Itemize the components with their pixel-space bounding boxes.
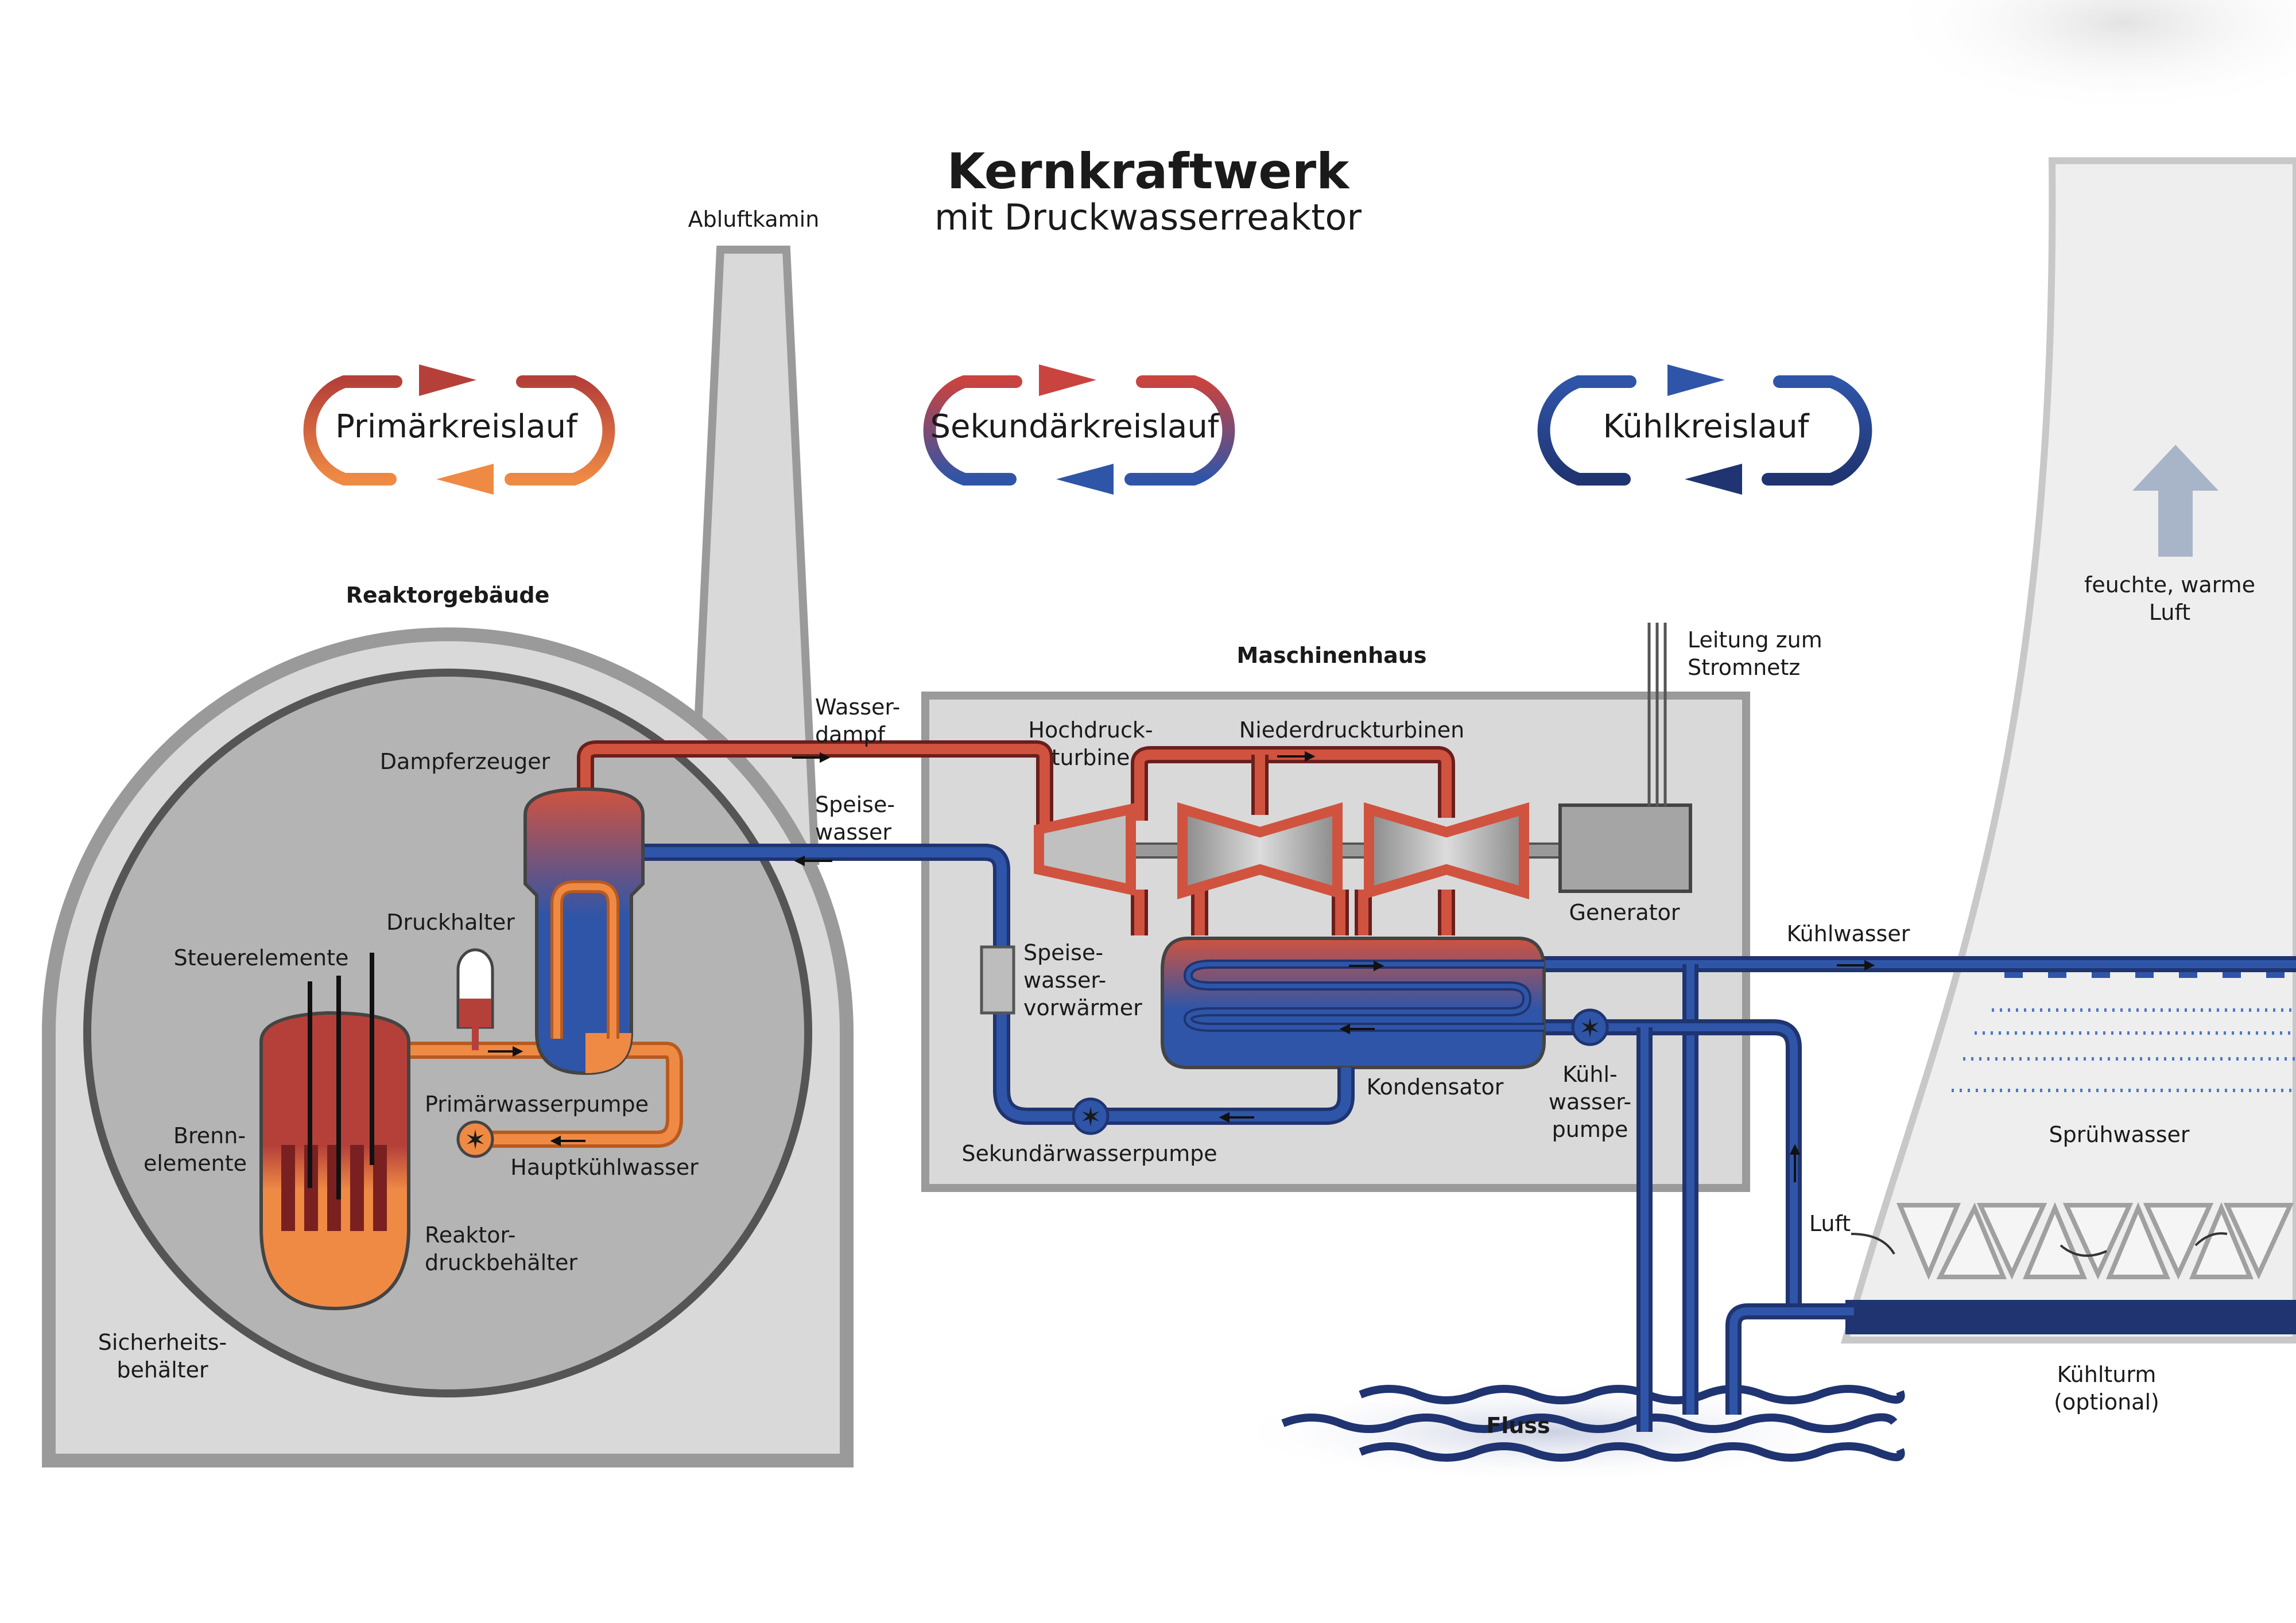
page-subtitle: mit Druckwasserreaktor [934, 196, 1362, 238]
pump-star-icon: ✶ [1080, 1101, 1102, 1132]
label-steam-1: Wasser- [815, 694, 900, 720]
labels: Dampferzeuger Druckhalter Steuerelemente… [98, 572, 2255, 1438]
label-humid-air-1: feuchte, warme [2084, 572, 2255, 597]
label-humid-air-2: Luft [2149, 600, 2190, 625]
turbines [1034, 802, 1580, 900]
label-containment-1: Sicherheits- [98, 1330, 227, 1355]
arrow-right-icon [419, 364, 476, 396]
label-steam-2: dampf [815, 722, 886, 747]
label-hp-turbine-2: turbine [1052, 745, 1130, 770]
label-primary-pump: Primärwasserpumpe [425, 1092, 649, 1117]
secondary-pump-icon [1072, 1097, 1110, 1135]
label-rpv-2: druckbehälter [425, 1250, 577, 1275]
label-lp-turbines: Niederdruckturbinen [1239, 717, 1464, 743]
fill-packing [1896, 1202, 2294, 1280]
flow-arrows [488, 751, 1875, 1182]
label-preheater-1: Speise- [1023, 940, 1103, 965]
label-preheater-3: vorwärmer [1023, 995, 1142, 1020]
label-pressurizer: Druckhalter [386, 910, 515, 935]
condenser [1161, 937, 1546, 1069]
legend-secondary-label: Sekundärkreislauf [930, 408, 1219, 445]
control-rods [308, 953, 374, 1199]
label-hp-turbine-1: Hochdruck- [1028, 717, 1153, 743]
legend-primary-loop: Primärkreislauf [303, 364, 615, 495]
label-cooling-tower-2: (optional) [2054, 1389, 2159, 1415]
feedwater-preheater [980, 945, 1015, 1015]
label-feedwater-1: Speise- [815, 792, 895, 817]
lp-turbine-2 [1364, 802, 1529, 900]
label-condenser: Kondensator [1367, 1074, 1504, 1100]
air-arrow-icon [2060, 1244, 2107, 1257]
arrow-right-icon [1039, 364, 1096, 396]
label-cooling-water: Kühlwasser [1787, 921, 1910, 946]
label-cooling-pump-1: Kühl- [1562, 1062, 1617, 1087]
arrow-up-icon [2132, 445, 2219, 557]
label-air: Luft [1809, 1211, 1851, 1236]
primary-pump-icon [456, 1120, 494, 1158]
steam-pipes [577, 740, 1455, 935]
spray-water-drops [1952, 1008, 2296, 1092]
legend-primary-label: Primärkreislauf [335, 408, 578, 445]
cooling-tower [1841, 157, 2296, 1344]
arrow-left-icon [436, 464, 494, 495]
label-fuel-2: elemente [144, 1151, 247, 1176]
cooling-water-pipes [1481, 956, 2296, 1432]
label-cooling-pump-3: pumpe [1552, 1117, 1628, 1142]
air-arrow-icon [1851, 1233, 1895, 1255]
lp-turbine-1 [1177, 802, 1343, 900]
label-containment-2: behälter [117, 1357, 208, 1383]
legend-cooling-loop: Kühlkreislauf [1537, 364, 1872, 495]
label-grid-2: Stromnetz [1688, 655, 1800, 680]
label-control-rods: Steuerelemente [174, 945, 349, 970]
label-spray-water: Sprühwasser [2049, 1122, 2190, 1147]
label-fuel-1: Brenn- [173, 1123, 246, 1148]
arrow-left-icon [1685, 464, 1742, 495]
hp-turbine [1034, 802, 1136, 896]
steam-haze [1883, 0, 2296, 115]
page-title: Kernkraftwerk [947, 143, 1350, 200]
label-feedwater-2: wasser [815, 820, 891, 845]
label-preheater-2: wasser- [1023, 968, 1106, 993]
label-cooling-pump-2: wasser- [1549, 1089, 1631, 1115]
feedwater-pipes [643, 844, 1355, 1125]
steam-generator [523, 787, 645, 1075]
cooling-pump-icon [1571, 1008, 1609, 1046]
air-arrow-icon [2194, 1232, 2228, 1247]
reactor-building-label: Reaktorgebäude [346, 583, 550, 608]
legend-secondary-loop: Sekundärkreislauf [923, 364, 1235, 495]
label-secondary-pump: Sekundärwasserpumpe [961, 1141, 1217, 1166]
label-river: Fluss [1486, 1413, 1550, 1438]
river [1228, 1380, 1905, 1484]
arrow-right-icon [1667, 364, 1725, 396]
label-cooling-tower-1: Kühlturm [2057, 1362, 2157, 1387]
pump-star-icon: ✶ [464, 1124, 487, 1155]
cooling-basin [1845, 1300, 2296, 1334]
machine-house-label: Maschinenhaus [1237, 643, 1427, 668]
label-generator: Generator [1569, 900, 1680, 925]
label-grid-1: Leitung zum [1688, 627, 1822, 653]
containment-vessel [83, 669, 812, 1397]
label-main-coolant: Hauptkühlwasser [510, 1155, 699, 1180]
primary-circuit: ✶ [259, 787, 683, 1311]
legend-cooling-label: Kühlkreislauf [1603, 408, 1810, 445]
label-rpv-1: Reaktor- [425, 1222, 515, 1248]
stack-label: Abluftkamin [688, 207, 820, 232]
pump-star-icon: ✶ [1579, 1012, 1601, 1043]
generator [1558, 623, 1692, 893]
arrow-left-icon [1056, 464, 1114, 495]
label-steam-generator: Dampferzeuger [380, 749, 550, 774]
